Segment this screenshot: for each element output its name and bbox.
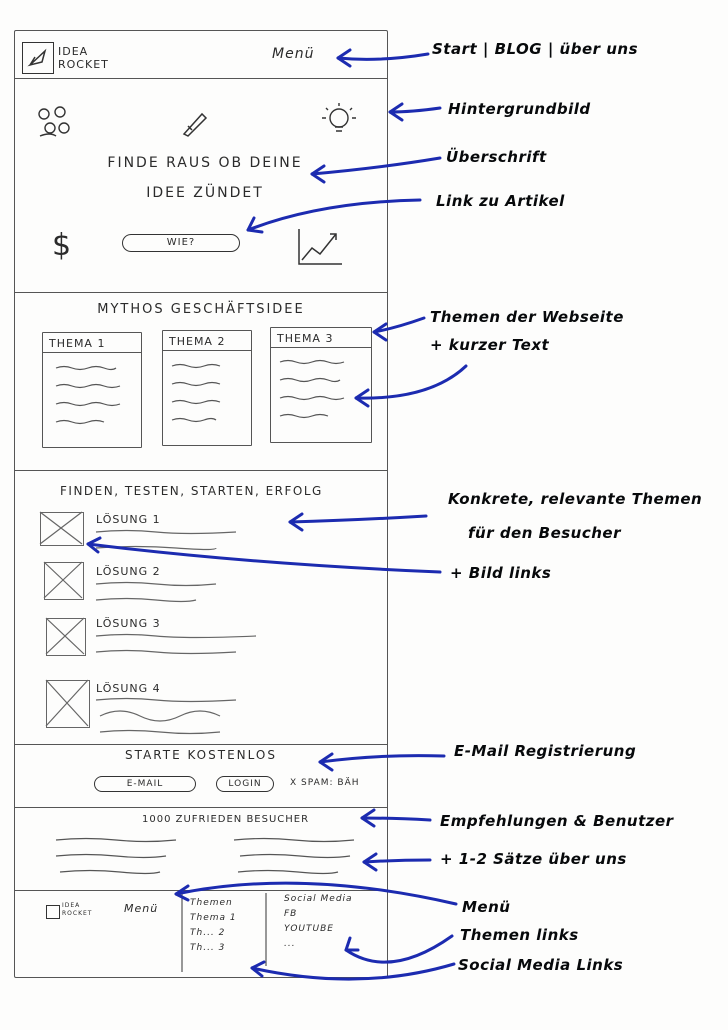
footer-themes-column: Themen Thema 1 Th... 2 Th... 3 [190,896,237,956]
footer-theme-link-2[interactable]: Th... 2 [190,928,226,938]
header-menu[interactable]: Menü [272,46,315,62]
footer-menu[interactable]: Menü [124,902,159,915]
solution-image-3 [46,618,86,656]
divider-signup [14,807,388,808]
rocket-logo-icon [27,48,47,67]
divider-header [14,78,388,79]
note-menu: Menü [462,898,511,916]
footer-theme-link-1[interactable]: Thema 1 [190,913,237,923]
divider-testimonials [14,890,388,891]
hero-headline: FINDE RAUS OB DEINE IDEE ZÜNDET [60,148,350,208]
note-social-links: Social Media Links [458,956,624,974]
note-article-link: Link zu Artikel [436,192,565,210]
solutions-heading: FINDEN, TESTEN, STARTEN, ERFOLG [60,484,323,498]
email-input[interactable]: E-MAIL [94,776,196,792]
note-short-text: + kurzer Text [430,336,550,354]
footer-social-column: Social Media FB YOUTUBE ... [284,892,353,952]
solution-label-1[interactable]: LÖSUNG 1 [96,513,161,526]
hero-cta-button[interactable]: WIE? [122,234,240,252]
footer-themes-heading: Themen [190,898,233,908]
footer-logo-line-2: ROCKET [62,910,93,917]
footer-logo-line-1: IDEA [62,902,81,909]
footer-social-link-more[interactable]: ... [284,939,296,949]
solution-label-4[interactable]: LÖSUNG 4 [96,682,161,695]
testimonials-heading: 1000 ZUFRIEDEN BESUCHER [142,814,310,825]
note-testimonials: Empfehlungen & Benutzer [440,812,674,830]
divider-solutions [14,744,388,745]
logo-text: IDEA ROCKET [58,45,109,71]
note-site-topics: Themen der Webseite [430,308,624,326]
solution-image-2 [44,562,84,600]
topics-heading: MYTHOS GESCHÄFTSIDEE [97,302,305,317]
note-about-us: + 1-2 Sätze über uns [440,850,627,868]
hero-headline-line-1: FINDE RAUS OB DEINE [107,155,303,171]
footer-social-link-youtube[interactable]: YOUTUBE [284,924,334,934]
footer-logo-text: IDEA ROCKET [62,902,92,918]
topic-card-title: THEMA 3 [271,328,371,348]
logo-text-line-1: IDEA [58,45,89,58]
solution-label-3[interactable]: LÖSUNG 3 [96,617,161,630]
note-relevant-topics: Konkrete, relevante Themen [448,490,703,508]
spam-note: X SPAM: BÄH [290,778,360,788]
note-theme-links: Themen links [460,926,579,944]
divider-topics [14,470,388,471]
note-background-image: Hintergrundbild [448,100,591,118]
signup-heading: STARTE KOSTENLOS [125,748,277,762]
people-group-icon [38,106,70,137]
footer-logo-box[interactable] [46,905,60,919]
rocket-icon [182,112,208,137]
solution-label-2[interactable]: LÖSUNG 2 [96,565,161,578]
topic-card-title: THEMA 2 [163,331,251,351]
divider-hero [14,292,388,293]
lightbulb-icon [322,103,356,132]
login-button[interactable]: LOGIN [216,776,274,792]
dollar-icon: $ [52,228,73,263]
note-email-signup: E-Mail Registrierung [454,742,637,760]
note-navigation: Start | BLOG | über uns [432,40,639,58]
logo-text-line-2: ROCKET [58,58,109,71]
note-for-visitor: für den Besucher [468,524,621,542]
footer-theme-link-3[interactable]: Th... 3 [190,943,226,953]
solution-image-1 [40,512,84,546]
hero-headline-line-2: IDEE ZÜNDET [146,185,264,201]
logo-box[interactable] [22,42,54,74]
footer-social-link-fb[interactable]: FB [284,909,298,919]
note-image-left: + Bild links [450,564,552,582]
footer-social-heading: Social Media [284,894,353,904]
growth-chart-icon [298,229,342,265]
topic-card-3[interactable]: THEMA 3 [270,327,372,443]
topic-card-2[interactable]: THEMA 2 [162,330,252,446]
note-headline: Überschrift [446,148,547,166]
wireframe-frame [14,30,388,978]
topic-card-1[interactable]: THEMA 1 [42,332,142,448]
solution-image-4 [46,680,90,728]
topic-card-title: THEMA 1 [43,333,141,353]
